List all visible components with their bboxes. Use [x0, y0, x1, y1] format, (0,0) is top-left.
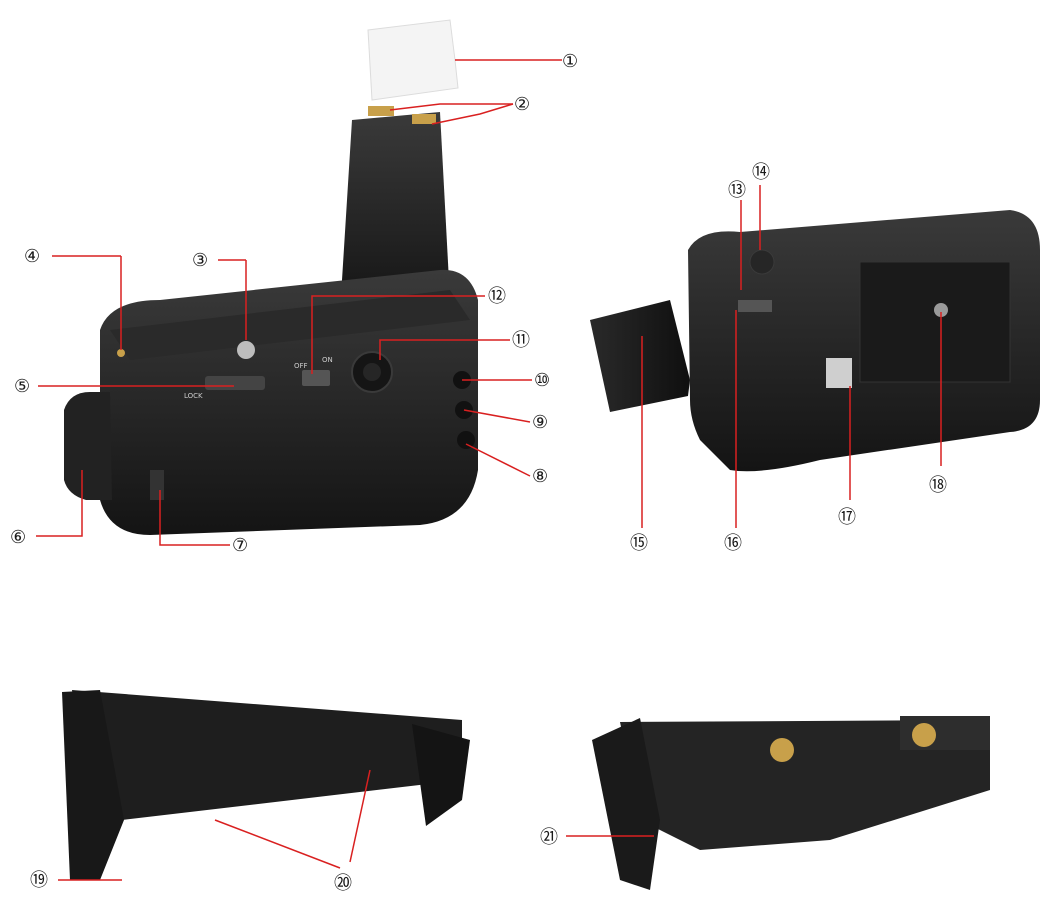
callout-3: ③: [192, 250, 208, 271]
callout-5: ⑤: [14, 376, 30, 397]
callout-6: ⑥: [10, 527, 26, 548]
off-text: OFF: [294, 362, 308, 370]
leader-lines: [36, 59, 942, 881]
callout-14: ⑭: [752, 162, 770, 183]
callout-1: ①: [562, 51, 578, 72]
leader-12: [311, 295, 485, 374]
tray-right-cap: [412, 724, 470, 826]
callout-21: ㉑: [540, 827, 558, 848]
callout-15: ⑮: [630, 533, 648, 554]
rear-slot: [826, 358, 852, 388]
power-switch: [302, 370, 330, 386]
callout-8: ⑧: [532, 466, 548, 487]
grip-front-view: LOCK OFF ON: [64, 19, 478, 535]
callout-19: ⑲: [30, 870, 48, 891]
rear-wheel-16: [738, 300, 772, 312]
tray-left-cap: [62, 690, 124, 880]
battery-cartridge: [592, 716, 990, 890]
battery-door: [64, 392, 112, 500]
grip-rear-view: [590, 210, 1040, 472]
callout-18: ⑱: [929, 475, 947, 496]
leader-9: [463, 409, 531, 423]
callout-7: ⑦: [232, 535, 248, 556]
cartridge-cap: [592, 718, 660, 890]
callout-20: ⑳: [334, 873, 352, 894]
tray-body: [72, 690, 462, 820]
leader-2b: [431, 103, 514, 125]
leader-20b: [349, 769, 371, 863]
lock-dial: [205, 376, 265, 390]
tripod-screw: [237, 341, 255, 359]
leader-8: [465, 443, 531, 477]
rear-tower: [590, 300, 690, 412]
multi-controller-center: [363, 363, 381, 381]
callout-13: ⑬: [728, 180, 746, 201]
tripod-mount-rear: [934, 303, 948, 317]
door-latch: [150, 470, 164, 500]
battery-tower: [340, 112, 450, 312]
callout-17: ⑰: [838, 507, 856, 528]
callout-12: ⑫: [488, 286, 506, 307]
battery-contacts-right: [412, 114, 436, 124]
battery-door-rear: [859, 261, 1011, 383]
on-text: ON: [322, 356, 333, 364]
callout-10: ⑩: [534, 370, 550, 391]
cartridge-contact-right: [912, 723, 936, 747]
leader-11: [379, 339, 510, 360]
cartridge-body: [620, 720, 990, 850]
callout-4: ④: [24, 246, 40, 267]
lock-text: LOCK: [184, 392, 203, 400]
battery-tray: [62, 690, 470, 880]
callout-11: ⑪: [512, 330, 530, 351]
leader-7: [159, 490, 230, 546]
leader-6: [36, 470, 83, 537]
battery-contacts: [368, 106, 394, 116]
callout-2: ②: [514, 94, 530, 115]
callout-16: ⑯: [724, 533, 742, 554]
callout-labels: ① ② ③ ④ ⑤ ⑥ ⑦ ⑧ ⑨ ⑩ ⑪ ⑫ ⑬ ⑭ ⑮ ⑯ ⑰ ⑱ ⑲ ⑳ …: [10, 51, 947, 894]
leader-2a: [389, 103, 513, 111]
tripod-mount-pin: [117, 349, 125, 357]
leader-20a: [214, 819, 341, 869]
cartridge-contact-left: [770, 738, 794, 762]
contact-cover: [367, 19, 459, 101]
front-button-8: [457, 431, 475, 449]
callout-9: ⑨: [532, 412, 548, 433]
top-plate: [110, 290, 470, 360]
rear-button-14: [749, 249, 775, 275]
